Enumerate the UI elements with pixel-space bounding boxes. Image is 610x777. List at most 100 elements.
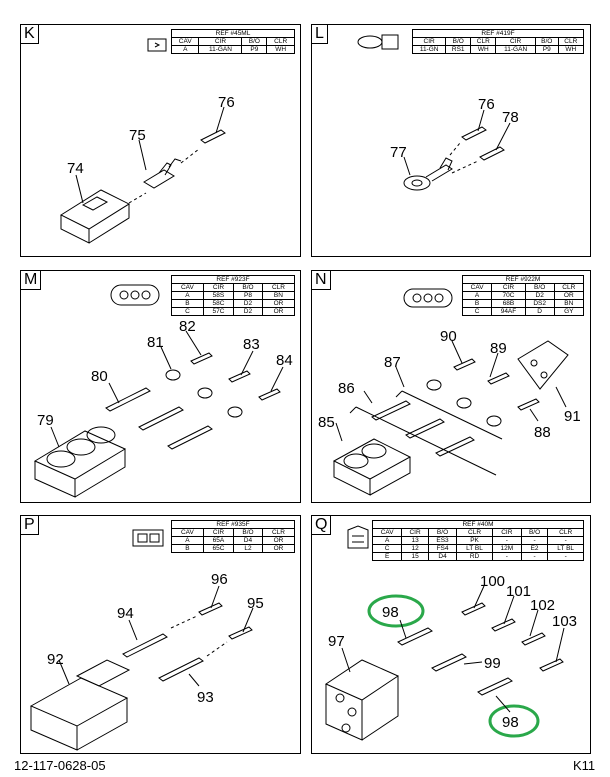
terminal <box>397 627 433 646</box>
pin <box>491 618 516 632</box>
cell: - <box>491 552 522 561</box>
callout: 91 <box>564 408 581 425</box>
connector-housing <box>324 659 400 701</box>
seal <box>426 379 442 391</box>
pin <box>461 602 486 616</box>
page-number: K11 <box>573 758 596 773</box>
cell: D4 <box>427 552 458 561</box>
pin <box>228 626 253 640</box>
cell: A <box>170 45 200 54</box>
callout: 97 <box>328 633 345 650</box>
cell: 57C <box>202 307 235 316</box>
three-way-connector-icon <box>110 284 160 306</box>
terminal <box>167 425 213 450</box>
cover <box>517 340 569 390</box>
cell: - <box>547 552 584 561</box>
panel-n-drawing: 90 89 87 86 85 91 88 <box>318 288 581 496</box>
ring-terminal-icon <box>357 35 383 49</box>
terminal <box>405 418 445 439</box>
terminal <box>122 633 168 658</box>
callout: 96 <box>211 571 228 588</box>
callout: 99 <box>484 655 501 672</box>
seal <box>456 397 472 409</box>
cell: OR <box>261 307 296 316</box>
pin <box>517 398 540 411</box>
callout: 77 <box>390 144 407 161</box>
callout: 85 <box>318 414 335 431</box>
connector-face-icon <box>347 525 369 549</box>
callout: 75 <box>129 127 146 144</box>
seal <box>461 126 487 141</box>
callout: 86 <box>338 380 355 397</box>
callout: 88 <box>534 424 551 441</box>
pin <box>228 370 251 383</box>
panel-letter: K <box>21 25 39 44</box>
pin <box>521 632 546 646</box>
panel-letter: Q <box>312 516 332 535</box>
terminal <box>371 400 411 421</box>
panel-letter: N <box>312 271 331 290</box>
pin <box>487 372 510 385</box>
pin <box>453 358 476 371</box>
callout: 78 <box>502 109 519 126</box>
highlight-circle <box>488 704 540 738</box>
callout: 89 <box>490 340 507 357</box>
callout: 83 <box>243 336 260 353</box>
cell: WH <box>266 45 295 54</box>
callout: 84 <box>276 352 293 369</box>
panel-l-drawing: 76 78 77 <box>357 34 519 191</box>
callout: 100 <box>480 573 505 590</box>
callout: 102 <box>530 597 555 614</box>
cell: WH <box>557 45 585 54</box>
seal <box>479 146 505 161</box>
panel-m-drawing: 82 81 83 84 80 79 <box>33 284 293 498</box>
panel-letter: L <box>312 25 328 44</box>
cell: GY <box>553 307 585 316</box>
seal <box>227 406 243 418</box>
seal <box>165 369 181 381</box>
callout: 103 <box>552 613 577 630</box>
cell: 11-GAN <box>198 45 243 54</box>
seal <box>200 129 226 144</box>
callout: 95 <box>247 595 264 612</box>
terminal <box>143 169 175 189</box>
connector-face-icon <box>147 38 167 52</box>
terminal <box>431 653 467 672</box>
callout: 80 <box>91 368 108 385</box>
callout: 92 <box>47 651 64 668</box>
pin <box>198 602 223 616</box>
panel-q-drawing: 100 101 102 98 103 97 99 98 <box>324 525 577 741</box>
cell: 65C <box>202 544 235 553</box>
terminal <box>477 677 513 696</box>
two-way-connector-icon <box>132 529 164 547</box>
callout: 101 <box>506 583 531 600</box>
connector-housing <box>29 677 129 727</box>
panel-p-drawing: 96 94 95 92 93 <box>29 529 264 751</box>
pin <box>539 658 564 672</box>
callout: 93 <box>197 689 214 706</box>
cell: OR <box>261 544 296 553</box>
callout: 98 <box>382 604 399 621</box>
cell: C <box>461 307 493 316</box>
cell: 11-GAN <box>495 45 536 54</box>
part-number: 12-117-0628-05 <box>14 758 106 773</box>
callout: 82 <box>179 318 196 335</box>
pin <box>190 352 213 365</box>
callout: 79 <box>37 412 54 429</box>
callout: 98 <box>502 714 519 731</box>
pin <box>258 388 281 401</box>
ring-terminal <box>403 175 431 191</box>
cell: 11-GN <box>411 45 447 54</box>
connector-housing <box>332 438 412 480</box>
connector-housing <box>59 189 131 230</box>
